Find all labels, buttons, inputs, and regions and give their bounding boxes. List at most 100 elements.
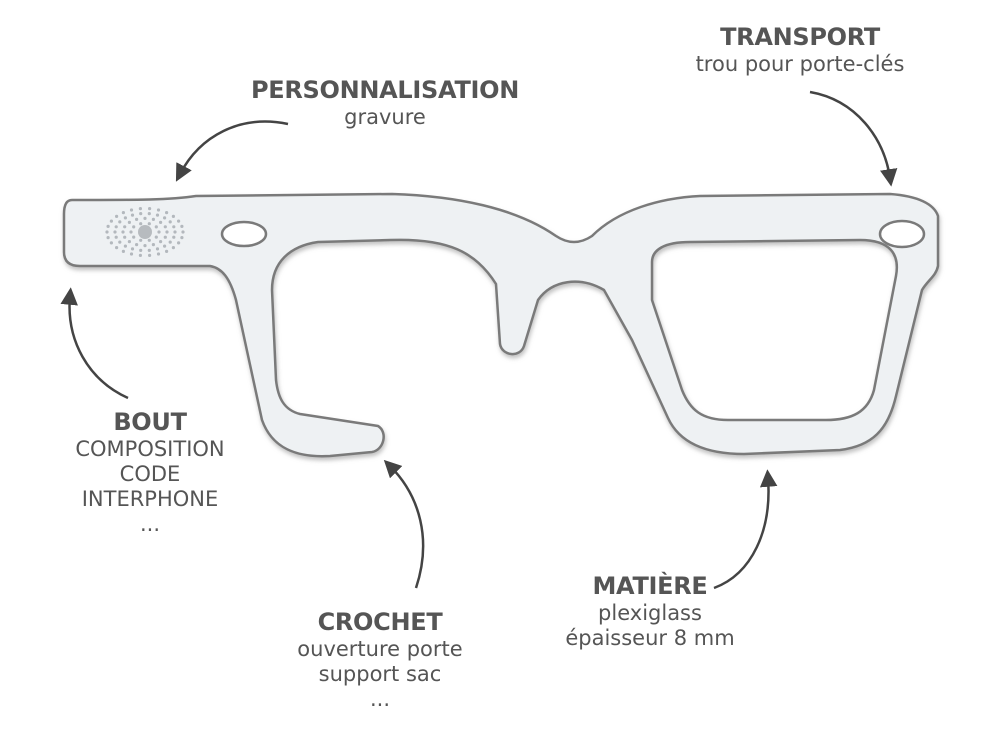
engraving-dot	[132, 225, 136, 229]
engraving-dot	[123, 225, 127, 229]
engraving-dot	[139, 248, 143, 252]
engraving-dot	[147, 222, 151, 226]
engraving-dot	[138, 253, 142, 257]
matiere-line: plexiglass	[598, 600, 702, 625]
engraving-dot	[114, 225, 118, 229]
engraving-dot	[114, 235, 118, 239]
engraving-dot	[139, 222, 143, 226]
engraving-dot	[121, 230, 125, 234]
engraving-dot	[109, 241, 113, 245]
left-hole	[220, 220, 268, 248]
arrow-bout	[60, 287, 129, 400]
engraving-dot	[115, 214, 119, 218]
arrow-personnalisation	[175, 120, 289, 182]
engraving-dot	[106, 224, 110, 228]
engraving-dot	[143, 244, 147, 248]
engraving-dot	[151, 217, 155, 221]
engraving-dot	[156, 208, 161, 212]
arrow-crochet	[383, 459, 425, 589]
engraving-dot	[130, 247, 135, 251]
engraving-dot	[171, 214, 175, 218]
engraving-dot	[148, 253, 152, 257]
engraving-dot	[139, 212, 143, 216]
label-crochet: CROCHET ouverture porte support sac ...	[240, 608, 520, 712]
engraving-dot	[139, 238, 143, 242]
engraving-dot	[129, 230, 133, 234]
engraving-dot	[147, 212, 151, 216]
label-transport: TRANSPORT trou pour porte-clés	[640, 23, 960, 77]
crochet-line: support sac	[318, 661, 442, 686]
engraving-dot	[147, 238, 151, 242]
label-bout: BOUT COMPOSITION CODE INTERPHONE ...	[40, 408, 260, 538]
engraving-dot	[172, 225, 176, 229]
arrow-transport	[809, 90, 898, 187]
label-personnalisation: PERSONNALISATION gravure	[225, 76, 545, 130]
crochet-line: ouverture porte	[297, 636, 463, 661]
engraving-dot	[159, 220, 163, 224]
bout-title: BOUT	[113, 408, 187, 436]
key-ring-hole	[878, 219, 926, 249]
frame-outline	[62, 192, 940, 458]
engraving-dot	[172, 235, 176, 239]
engraving-dot	[173, 230, 177, 234]
engraving-dot	[154, 235, 158, 239]
engraving-dot	[138, 207, 142, 211]
engraving-dot	[163, 235, 167, 239]
engraving-dot	[118, 240, 122, 244]
matiere-line: épaisseur 8 mm	[565, 625, 735, 650]
engraving-dot	[129, 208, 134, 212]
engraving-dot	[154, 225, 158, 229]
engraving-dot	[165, 230, 169, 234]
personnalisation-title: PERSONNALISATION	[250, 76, 520, 104]
personnalisation-line: gravure	[344, 104, 426, 129]
engraving-dot	[105, 230, 109, 234]
engraving-dot	[165, 249, 169, 253]
engraving-dot	[171, 246, 175, 250]
engraving-dot	[155, 247, 160, 251]
engraving-dot	[123, 244, 127, 248]
engraving-dot	[180, 224, 184, 228]
engraving-dot	[118, 220, 122, 224]
engraving-dot	[115, 246, 119, 250]
engraving-dot	[155, 213, 160, 217]
crochet-line: ...	[369, 687, 391, 712]
engraving-dot	[121, 249, 125, 253]
engraving-dot	[121, 211, 125, 215]
engraving-dot	[127, 220, 131, 224]
arrow-matiere	[713, 469, 778, 590]
glasses-frame	[62, 192, 940, 458]
engraving-dot	[127, 240, 131, 244]
engraving-dot	[123, 216, 127, 220]
transport-title: TRANSPORT	[720, 23, 880, 51]
engraving-dot	[148, 207, 152, 211]
engraving-dot	[156, 252, 161, 256]
engraving-dot	[159, 240, 163, 244]
engraving-dot	[109, 219, 113, 223]
engraving-dot	[177, 219, 181, 223]
engraving-dot	[106, 236, 110, 240]
bout-line: ...	[139, 512, 161, 537]
bout-line: COMPOSITION	[75, 436, 225, 461]
engraving-dot	[135, 243, 139, 247]
engraving-dot	[113, 230, 117, 234]
bout-line: INTERPHONE	[81, 487, 219, 512]
engraving-dot	[135, 217, 139, 221]
engraving-dot	[163, 216, 167, 220]
bout-line: CODE	[119, 461, 181, 486]
engraving-dot	[132, 235, 136, 239]
engraving-dot	[177, 241, 181, 245]
engraving-dot	[129, 252, 134, 256]
engraving-dot	[165, 211, 169, 215]
engraving-dot	[181, 230, 185, 234]
engraving-dot	[151, 243, 155, 247]
engraving-dot	[180, 236, 184, 240]
matiere-title: MATIÈRE	[592, 572, 708, 600]
engraving-dot	[168, 220, 172, 224]
label-matiere: MATIÈRE plexiglass épaisseur 8 mm	[520, 572, 780, 651]
engraving-pattern	[105, 207, 185, 257]
engraving-dot	[157, 230, 161, 234]
engraving-dot	[163, 244, 167, 248]
engraving-dot	[123, 235, 127, 239]
engraving-dot	[163, 225, 167, 229]
